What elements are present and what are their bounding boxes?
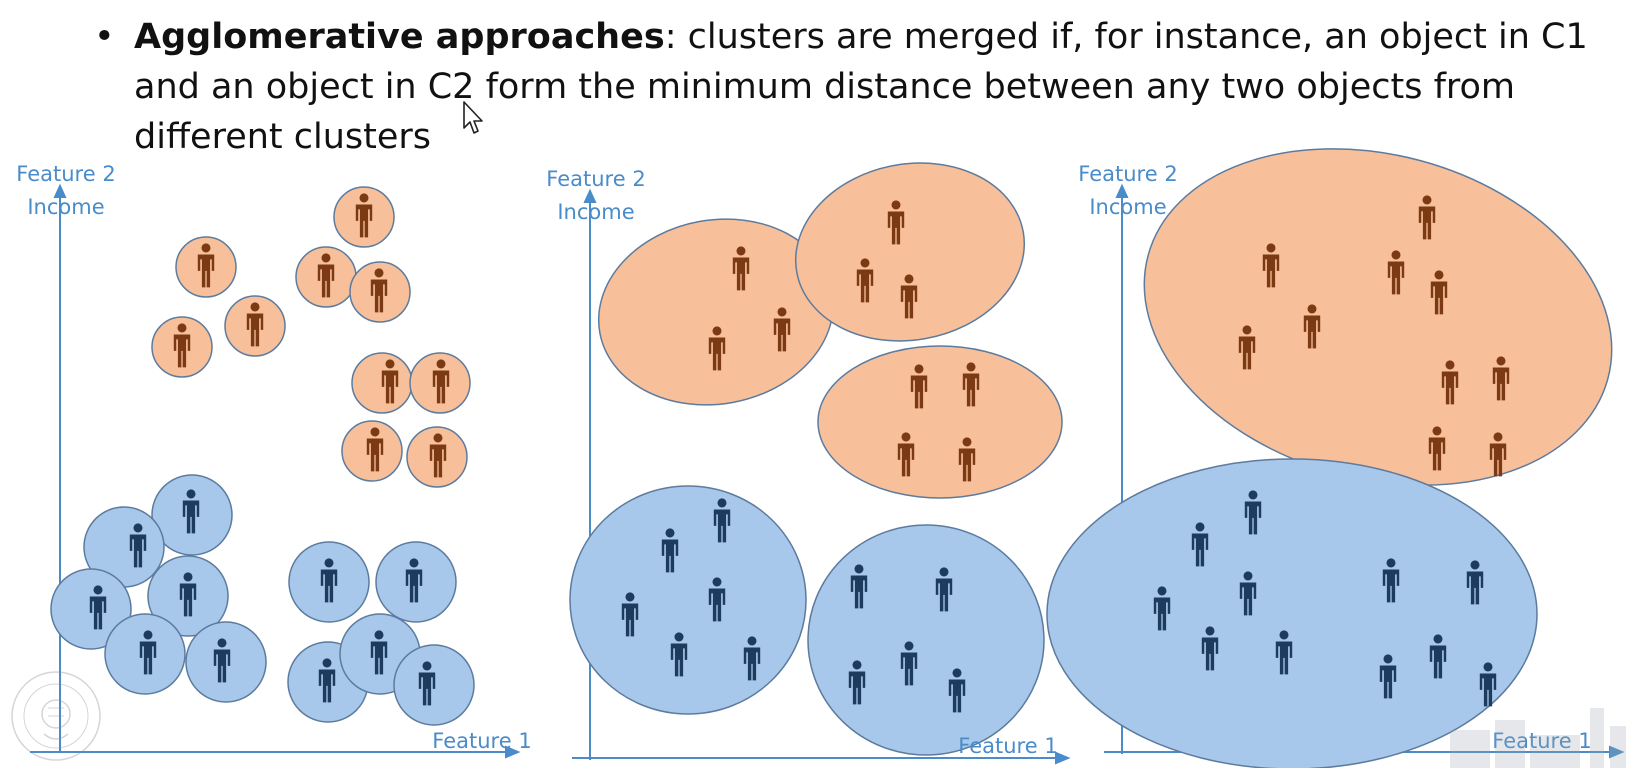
- y-axis-label-1: Feature 2: [16, 162, 115, 186]
- university-seal-icon: [11, 671, 101, 761]
- clusters: [1046, 148, 1613, 768]
- bullet-text: Agglomerative approaches: clusters are m…: [134, 12, 1614, 162]
- y-axis-label-2: Income: [27, 195, 104, 219]
- x-axis-label: Feature 1: [1492, 729, 1591, 753]
- x-axis-label: Feature 1: [958, 734, 1057, 758]
- y-axis-label-1: Feature 2: [546, 167, 645, 191]
- cluster-panel-1: Feature 2 Income Feature 1: [16, 162, 532, 759]
- cluster-panel-2: Feature 2 Income Feature 1: [546, 162, 1071, 765]
- axes: [572, 188, 1071, 765]
- people-orange: [173, 193, 450, 478]
- mouse-cursor-icon: [463, 101, 483, 134]
- bullet-rest-text: : clusters are merged if, for instance, …: [134, 17, 1588, 157]
- y-axis-label-1: Feature 2: [1078, 162, 1177, 186]
- y-axis-label-2: Income: [557, 200, 634, 224]
- bullet-dot: •: [94, 17, 115, 57]
- cluster-panel-3: Feature 2 Income Feature 1: [1046, 148, 1625, 768]
- clusters: [50, 186, 475, 726]
- x-axis-label: Feature 1: [432, 729, 531, 753]
- axes: [30, 183, 521, 759]
- y-axis-label-2: Income: [1089, 195, 1166, 219]
- clusters: [569, 162, 1063, 756]
- building-watermark-icon: [1450, 708, 1626, 768]
- bullet-bold-term: Agglomerative approaches: [134, 17, 665, 57]
